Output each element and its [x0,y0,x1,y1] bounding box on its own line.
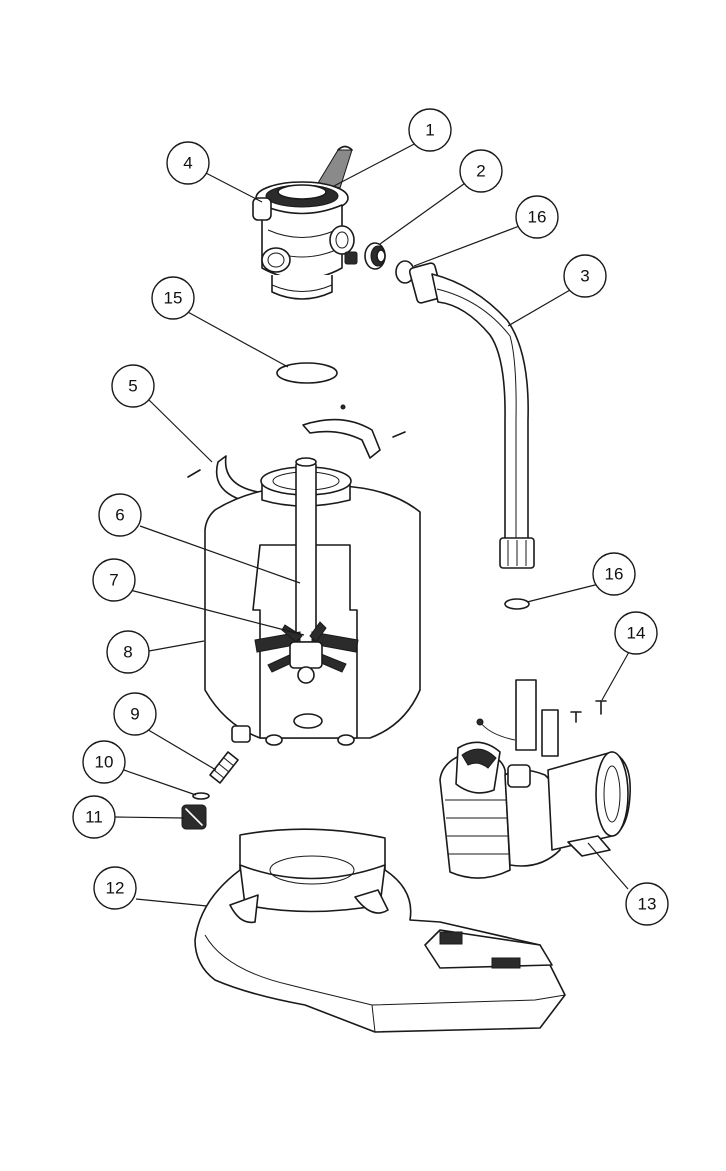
callout-2: 2 [459,149,503,193]
callout-1: 1 [408,108,452,152]
callout-3: 3 [563,254,607,298]
callout-13-label: 13 [638,895,657,914]
drain-o-ring [192,792,210,800]
callout-9: 9 [113,692,157,736]
tank-o-ring [276,362,338,384]
callout-15: 15 [151,276,195,320]
leader-lines [114,140,630,907]
callout-16-lower-label: 16 [605,565,624,584]
callout-2-label: 2 [476,162,485,181]
callout-8: 8 [106,630,150,674]
callout-10-label: 10 [95,753,114,772]
callout-10: 10 [82,740,126,784]
callout-7-label: 7 [109,571,118,590]
callout-3-label: 3 [580,267,589,286]
callout-4: 4 [166,141,210,185]
callout-15-label: 15 [164,289,183,308]
multiport-valve [252,145,358,300]
callout-16-lower: 16 [592,552,636,596]
callout-8-label: 8 [123,643,132,662]
callout-1-label: 1 [425,121,434,140]
callout-12: 12 [93,866,137,910]
o-ring-lower [504,598,530,610]
screw [595,700,607,715]
callout-6-label: 6 [115,506,124,525]
callout-14-label: 14 [627,624,646,643]
filter-base [194,828,566,1033]
callout-5: 5 [111,364,155,408]
drain-cap [181,804,207,830]
drain-valve [209,751,239,784]
callout-13: 13 [625,882,669,926]
callout-7: 7 [92,558,136,602]
callouts: 1 2 16 3 4 15 5 6 [72,108,669,926]
callout-14: 14 [614,611,658,655]
callout-5-label: 5 [128,377,137,396]
callout-11-label: 11 [85,808,103,827]
callout-6: 6 [98,493,142,537]
filter-tank [204,457,421,746]
hose [408,262,535,569]
callout-9-label: 9 [130,705,139,724]
callout-11: 11 [72,795,116,839]
pump [439,679,631,879]
callout-16-top-label: 16 [528,208,547,227]
callout-4-label: 4 [183,154,192,173]
union-adapter [364,242,386,270]
callout-16-top: 16 [515,195,559,239]
callout-12-label: 12 [106,879,125,898]
